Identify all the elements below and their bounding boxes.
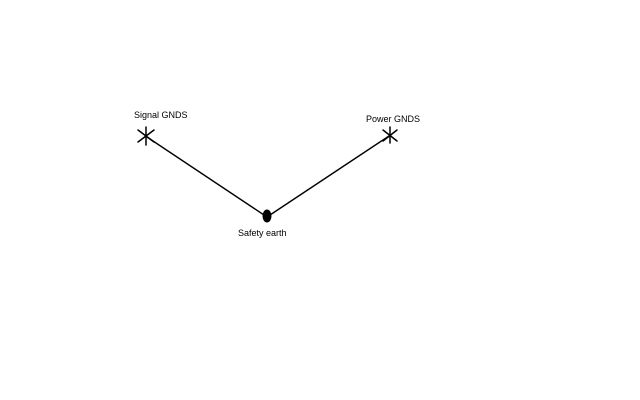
safety-earth-label: Safety earth <box>238 228 287 238</box>
signal-to-earth-wire <box>146 136 265 216</box>
safety-earth-oval-icon <box>262 209 272 223</box>
signal-gnds-node: Signal GNDS <box>134 110 188 146</box>
signal-gnds-label: Signal GNDS <box>134 110 188 120</box>
power-asterisk-ground-icon <box>382 126 398 144</box>
safety-earth-node: Safety earth <box>238 209 287 238</box>
power-gnds-node: Power GNDS <box>366 114 420 144</box>
earth-to-power-wire <box>269 135 390 216</box>
signal-asterisk-ground-icon <box>137 126 155 146</box>
power-gnds-label: Power GNDS <box>366 114 420 124</box>
